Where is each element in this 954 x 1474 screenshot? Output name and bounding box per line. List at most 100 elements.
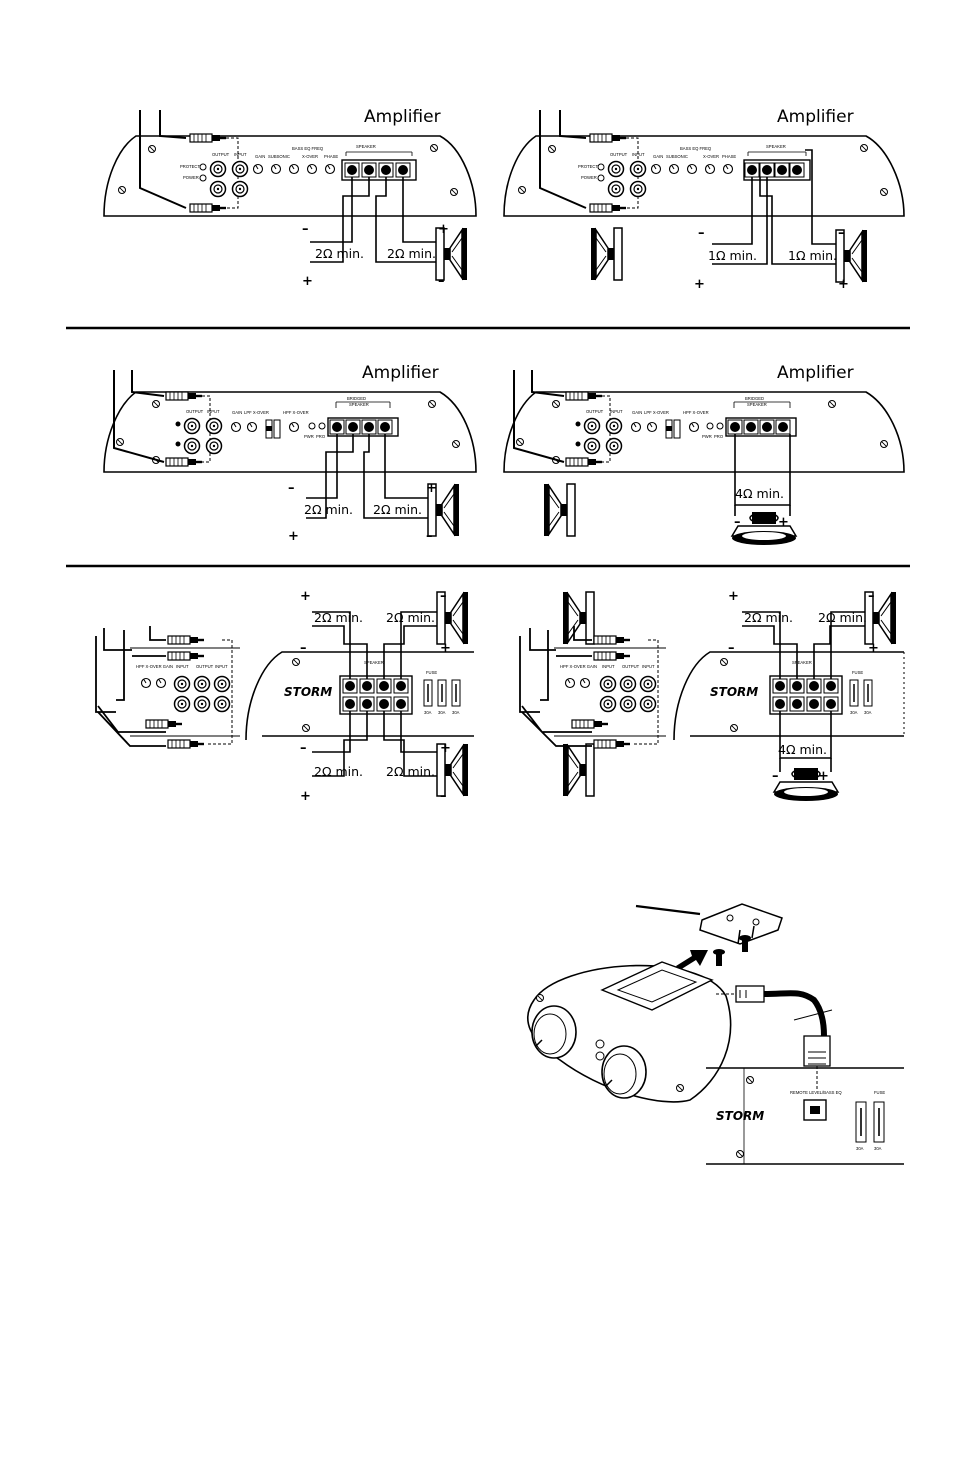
label-pwr: PWR [304,434,314,439]
fuse-rating: 30A [424,710,432,715]
label-gain: GAIN [632,410,642,415]
amplifier-title: Amplifier [362,363,439,383]
label-gain: GAIN [255,154,265,159]
impedance-label: 1Ω min. [708,248,757,263]
polarity-neg: – [838,226,845,241]
label-speaker: SPEAKER [356,144,376,149]
label-output: OUTPUT [586,409,604,414]
label-pwr: PWR [702,434,712,439]
impedance-label: 2Ω min. [304,502,353,517]
polarity-pos: + [288,529,299,544]
label-fuse: FUSE [874,1090,885,1095]
remote-control-illustration: REMOTE LEVEL/BASS EQ FUSE 30A 30A STORM [526,903,904,1165]
diagram-4: Amplifier OUTPUT INPUT GAIN LPF X-OVER H… [503,363,905,546]
screw-icon [713,949,725,966]
label-output: OUTPUT [610,152,628,157]
impedance-label: 2Ω min. [386,610,435,625]
brand-logo: STORM [710,685,758,699]
amplifier-title: Amplifier [777,107,854,127]
label-power: POWER [183,175,199,180]
polarity-neg: – [440,789,447,804]
label-output: OUTPUT [212,152,230,157]
label-protect: PROTECT [180,164,200,169]
impedance-label: 2Ω min. [744,610,793,625]
label-speaker: SPEAKER [766,144,786,149]
label-lpf-xover: LPF X-OVER [244,410,269,415]
label-speaker: SPEAKER [364,660,384,665]
fuse-rating: 30A [452,710,460,715]
label-output: OUTPUT [186,409,204,414]
arrow-icon [676,950,708,970]
polarity-neg: – [440,589,447,604]
polarity-neg: – [772,769,779,784]
label-input: INPUT [207,409,220,414]
polarity-neg: – [868,589,875,604]
polarity-neg: – [300,641,307,656]
label-input: INPUT [215,664,228,669]
label-pro: PRO [316,434,326,439]
amplifier-title: Amplifier [777,363,854,383]
brand-logo: STORM [716,1109,764,1123]
impedance-label: 2Ω min. [315,246,364,261]
label-output: OUTPUT [196,664,214,669]
impedance-label: 4Ω min. [735,486,784,501]
label-bridged: BRIDGED [745,396,764,401]
label-power: POWER [581,175,597,180]
fuse-rating: 30A [864,710,872,715]
label-phase: PHASE [722,154,736,159]
diagram-6: HPF X-OVER GAIN INPUT OUTPUT INPUT STORM… [519,589,905,802]
label-subsonic: SUBSONIC [666,154,688,159]
label-hpf-xover-gain: HPF X-OVER GAIN [560,664,597,669]
fuse-rating: 30A [874,1146,882,1151]
label-pro: PRO [714,434,724,439]
label-hpf-xover: HPF X-OVER [283,410,309,415]
polarity-neg: – [302,222,309,237]
label-speaker: SPEAKER [349,402,369,407]
screw-icon [739,935,751,952]
polarity-neg: – [698,226,705,241]
diagram-1: Amplifier PROTECT POWER OUTPUT INPUT GAI… [103,107,623,289]
polarity-pos: + [440,741,451,756]
polarity-neg: – [438,274,445,289]
label-input: INPUT [632,152,645,157]
leader-line [635,904,701,916]
label-speaker: SPEAKER [747,402,767,407]
label-gain: GAIN [232,410,242,415]
polarity-pos: + [302,274,313,289]
label-gain: GAIN [653,154,663,159]
impedance-label: 1Ω min. [788,248,837,263]
impedance-label: 2Ω min. [314,610,363,625]
polarity-neg: – [300,741,307,756]
label-fuse: FUSE [426,670,437,675]
label-input: INPUT [610,409,623,414]
impedance-label: 2Ω min. [373,502,422,517]
polarity-pos: + [426,481,437,496]
brand-logo: STORM [284,685,332,699]
impedance-label: 2Ω min. [314,764,363,779]
polarity-neg: – [426,529,433,544]
fuse-rating: 30A [856,1146,864,1151]
polarity-pos: + [818,769,829,784]
fuse-rating: 30A [850,710,858,715]
label-input: INPUT [642,664,655,669]
polarity-pos: + [438,222,449,237]
fuse-rating: 30A [438,710,446,715]
label-bass-eq: BASS EQ FREQ [292,146,324,151]
impedance-label: 2Ω min. [818,610,867,625]
label-bridged: BRIDGED [347,396,366,401]
polarity-neg: – [728,641,735,656]
polarity-neg: – [288,481,295,496]
polarity-pos: + [300,789,311,804]
polarity-pos: + [778,515,789,530]
label-fuse: FUSE [852,670,863,675]
amplifier-title: Amplifier [364,107,441,127]
label-input: INPUT [176,664,189,669]
label-hpf-xover-gain: HPF X-OVER GAIN [136,664,173,669]
diagram-5: HPF X-OVER GAIN INPUT OUTPUT INPUT STORM… [95,589,595,804]
label-lpf-xover: LPF X-OVER [644,410,669,415]
polarity-pos: + [868,641,879,656]
polarity-neg: – [734,515,741,530]
label-speaker: SPEAKER [792,660,812,665]
label-protect: PROTECT [578,164,598,169]
